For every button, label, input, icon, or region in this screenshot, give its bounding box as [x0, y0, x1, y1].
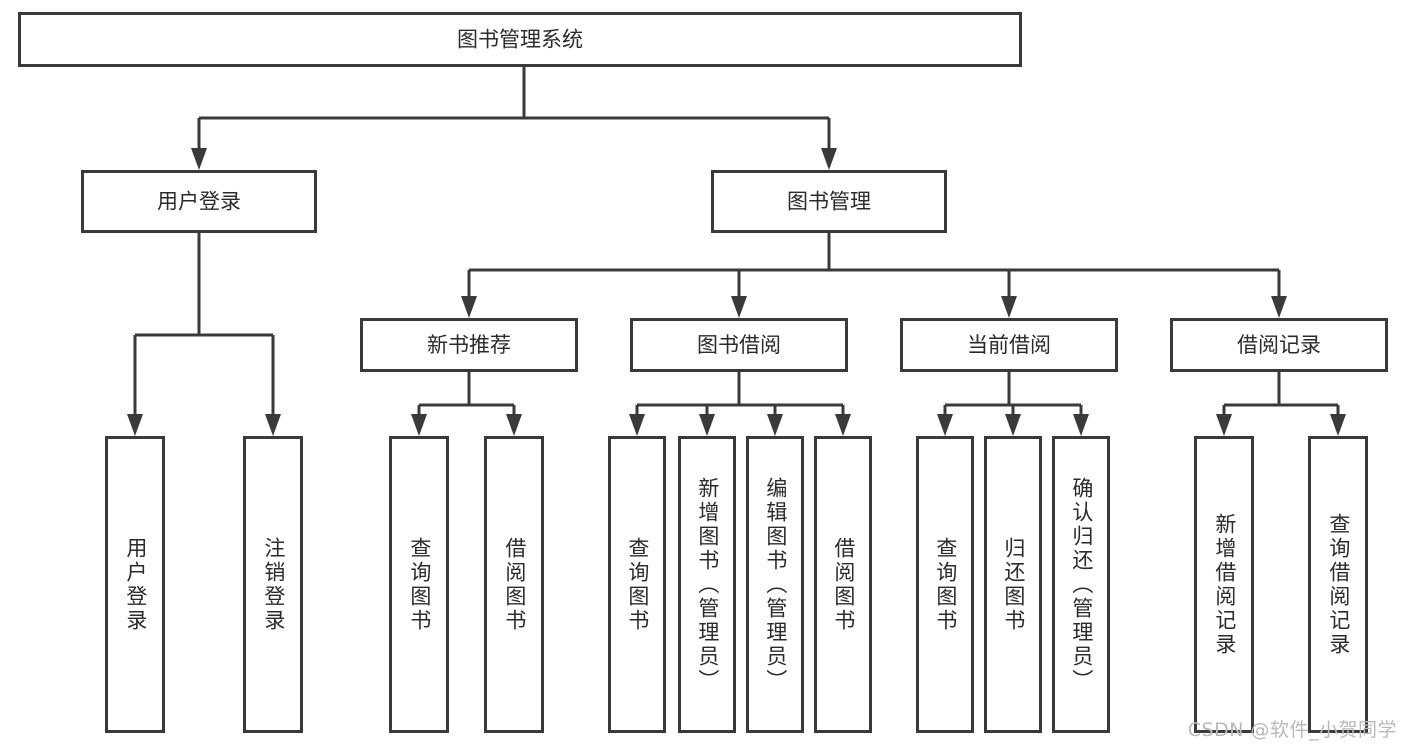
connector-layer — [127, 67, 1346, 436]
arrow-head-borrow_to_leaves-3 — [835, 414, 851, 436]
node-box-leaf-user-login[interactable] — [105, 436, 165, 733]
arrow-head-current_to_leaves-1 — [1005, 414, 1021, 436]
arrow-head-current_to_leaves-2 — [1073, 414, 1089, 436]
node-label-borrow-record: 借阅记录 — [1237, 333, 1321, 357]
node-box-leaf-add-book-admin[interactable] — [678, 436, 736, 733]
node-box-current-borrow[interactable] — [900, 318, 1118, 372]
arrow-head-root_to_level2-0 — [191, 148, 207, 170]
arrow-head-borrow_to_leaves-0 — [629, 414, 645, 436]
node-box-leaf-confirm-return-admin[interactable] — [1052, 436, 1110, 733]
watermark-text: CSDN @软件_小贺同学 — [1187, 719, 1397, 741]
node-box-leaf-user-logout[interactable] — [243, 436, 303, 733]
node-box-leaf-query-book-recommend[interactable] — [389, 436, 449, 733]
node-box-borrow-record[interactable] — [1170, 318, 1388, 372]
node-label-root: 图书管理系统 — [457, 28, 583, 52]
arrow-head-recommend_to_leaves-0 — [411, 414, 427, 436]
node-box-leaf-query-borrow-record[interactable] — [1308, 436, 1368, 733]
arrow-head-user_login_to_leaves-0 — [127, 414, 143, 436]
node-box-leaf-query-book-current[interactable] — [916, 436, 974, 733]
node-label-current-borrow: 当前借阅 — [967, 333, 1051, 357]
node-label-new-book-recommend: 新书推荐 — [427, 333, 511, 357]
node-box-leaf-add-borrow-record[interactable] — [1194, 436, 1254, 733]
arrow-head-book_management_to_level3-1 — [731, 296, 747, 318]
node-box-leaf-borrow-book[interactable] — [814, 436, 872, 733]
node-box-user-login[interactable] — [81, 170, 317, 233]
node-label-user-login: 用户登录 — [157, 190, 241, 214]
arrow-head-record_to_leaves-0 — [1216, 414, 1232, 436]
node-box-leaf-return-book[interactable] — [984, 436, 1042, 733]
arrow-head-record_to_leaves-1 — [1330, 414, 1346, 436]
arrow-head-book_management_to_level3-2 — [1001, 296, 1017, 318]
arrow-head-borrow_to_leaves-1 — [699, 414, 715, 436]
node-box-book-borrow[interactable] — [630, 318, 848, 372]
arrow-head-book_management_to_level3-0 — [461, 296, 477, 318]
node-box-leaf-edit-book-admin[interactable] — [746, 436, 804, 733]
arrow-head-user_login_to_leaves-1 — [265, 414, 281, 436]
node-box-leaf-borrow-book-recommend[interactable] — [484, 436, 544, 733]
node-box-layer — [18, 12, 1388, 733]
node-box-new-book-recommend[interactable] — [360, 318, 578, 372]
node-box-root[interactable] — [18, 12, 1022, 67]
arrow-head-root_to_level2-1 — [821, 148, 837, 170]
arrow-head-recommend_to_leaves-1 — [506, 414, 522, 436]
arrow-head-current_to_leaves-0 — [937, 414, 953, 436]
arrow-head-book_management_to_level3-3 — [1271, 296, 1287, 318]
node-box-leaf-query-book-borrow[interactable] — [608, 436, 666, 733]
arrow-head-borrow_to_leaves-2 — [767, 414, 783, 436]
node-label-book-borrow: 图书借阅 — [697, 333, 781, 357]
node-box-book-management[interactable] — [711, 170, 947, 233]
node-label-book-management: 图书管理 — [787, 190, 871, 214]
